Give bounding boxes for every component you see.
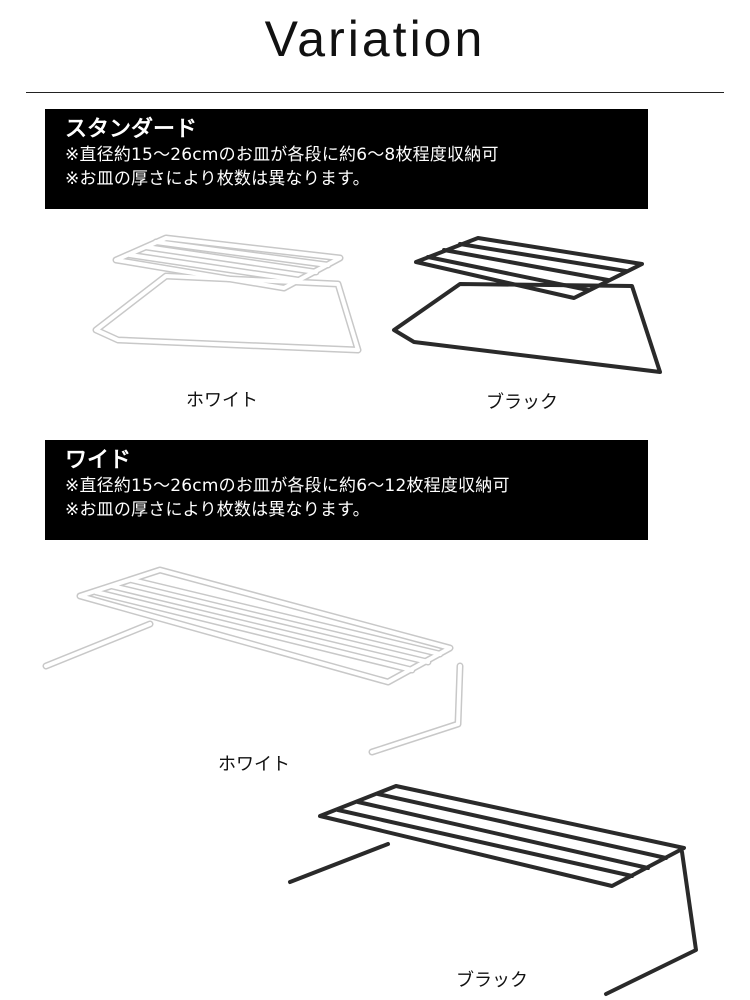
page-title: Variation [264, 11, 486, 67]
standard-white-rack-image [92, 234, 362, 354]
section-title: ワイド [65, 448, 132, 473]
section-note-capacity: ※直径約15〜26cmのお皿が各段に約6〜8枚程度収納可 [65, 145, 499, 165]
standard-black-rack-image [392, 236, 662, 374]
variant-label-wide-white: ホワイト [218, 754, 290, 775]
section-note-thickness: ※お皿の厚さにより枚数は異なります。 [65, 500, 370, 520]
variant-label-wide-black: ブラック [456, 970, 528, 991]
title-divider [26, 92, 724, 93]
section-header-wide: ワイド ※直径約15〜26cmのお皿が各段に約6〜12枚程度収納可 ※お皿の厚さ… [45, 440, 648, 540]
variant-label-standard-white: ホワイト [186, 390, 258, 411]
section-note-thickness: ※お皿の厚さにより枚数は異なります。 [65, 169, 370, 189]
section-title: スタンダード [65, 117, 198, 142]
wide-white-rack-image [42, 566, 464, 756]
section-note-capacity: ※直径約15〜26cmのお皿が各段に約6〜12枚程度収納可 [65, 476, 510, 496]
section-header-standard: スタンダード ※直径約15〜26cmのお皿が各段に約6〜8枚程度収納可 ※お皿の… [45, 109, 648, 209]
wide-black-rack-image [288, 784, 698, 996]
variant-label-standard-black: ブラック [486, 392, 558, 413]
